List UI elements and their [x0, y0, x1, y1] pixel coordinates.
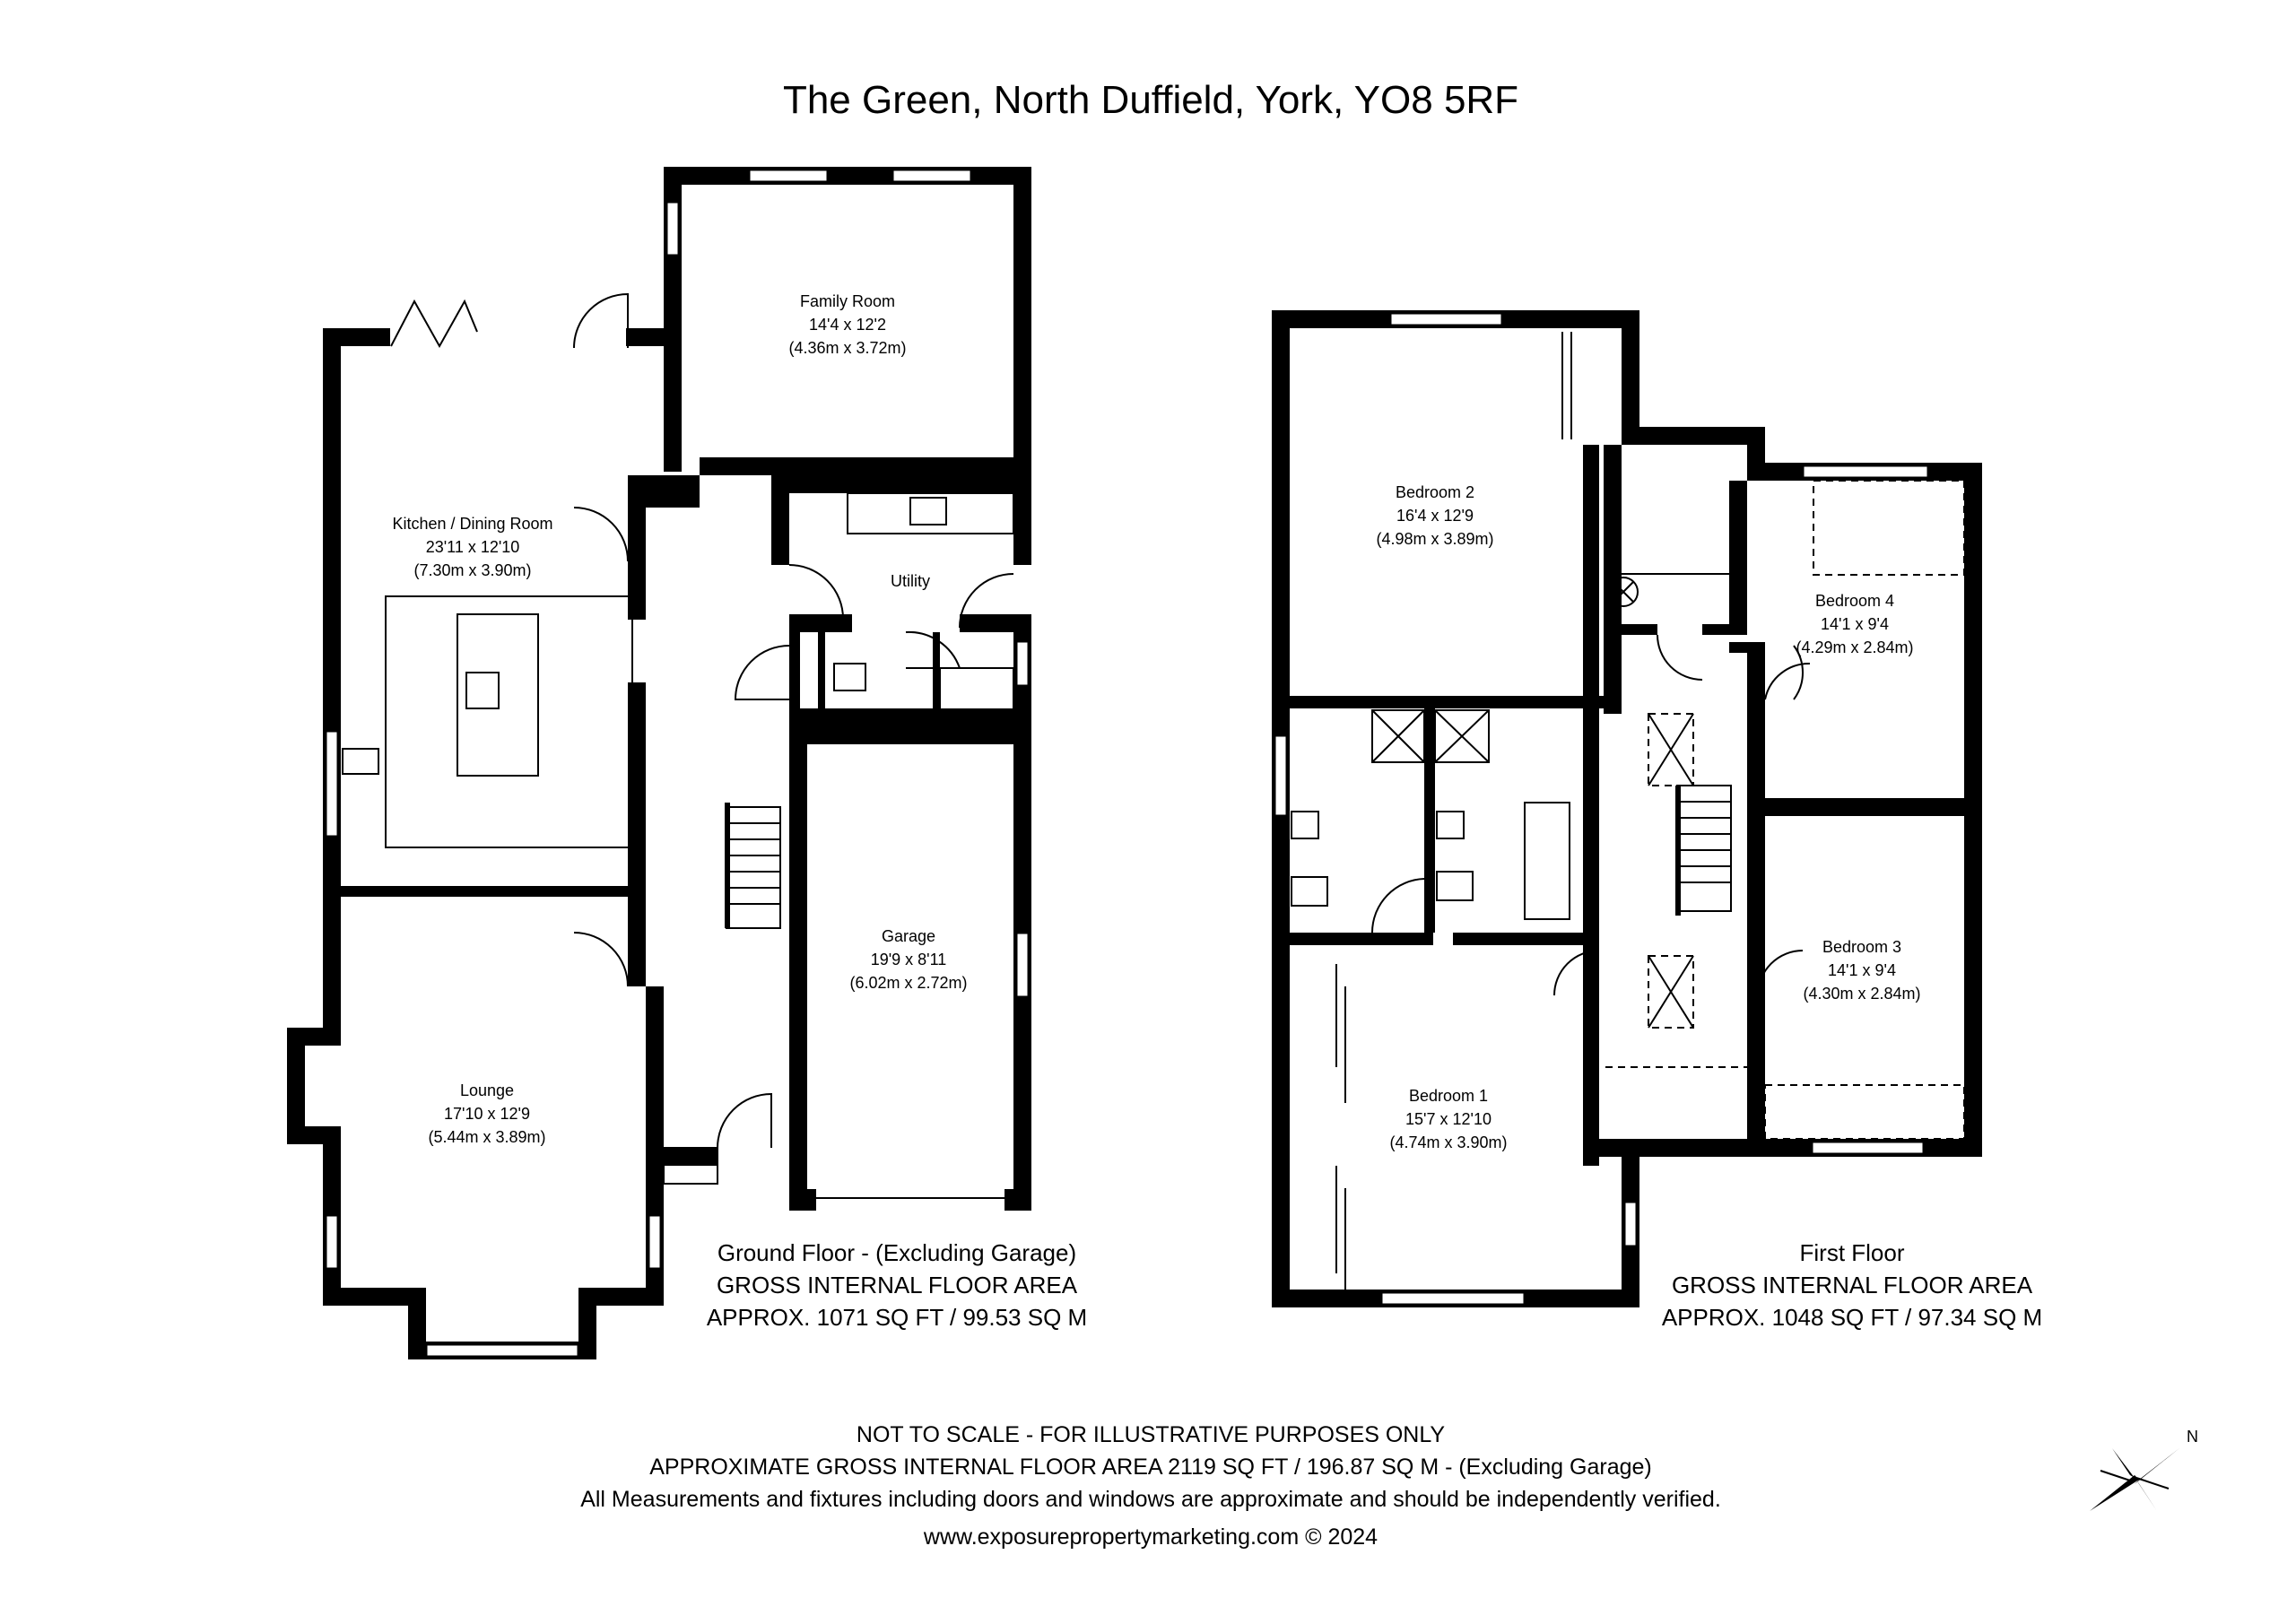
door-swing: [573, 292, 629, 349]
staircase: [725, 803, 781, 929]
door-swing: [573, 507, 629, 562]
door-swing: [1793, 645, 1804, 700]
window: [1273, 734, 1289, 818]
svg-text:Utility: Utility: [891, 572, 930, 590]
window: [424, 1342, 580, 1359]
svg-text:16'4 x 12'9: 16'4 x 12'9: [1396, 507, 1474, 525]
door-swing: [573, 932, 629, 987]
svg-text:Bedroom 2: Bedroom 2: [1396, 483, 1474, 501]
first-floor-plan: [1272, 310, 1982, 1307]
door-swing: [1371, 878, 1425, 934]
svg-text:GROSS INTERNAL FLOOR AREA: GROSS INTERNAL FLOOR AREA: [717, 1272, 1078, 1298]
svg-text:(4.36m x 3.72m): (4.36m x 3.72m): [788, 339, 906, 357]
footer-notes: NOT TO SCALE - FOR ILLUSTRATIVE PURPOSES…: [580, 1422, 1721, 1550]
svg-text:Bedroom 4: Bedroom 4: [1815, 592, 1894, 610]
room-label-lounge: Lounge 17'10 x 12'9 (5.44m x 3.89m): [428, 1081, 545, 1146]
door-swing: [905, 630, 961, 669]
svg-text:(4.29m x 2.84m): (4.29m x 2.84m): [1796, 638, 1913, 656]
svg-text:Ground Floor - (Excluding Gara: Ground Floor - (Excluding Garage): [718, 1239, 1076, 1266]
window: [647, 1213, 663, 1271]
window: [891, 168, 973, 184]
svg-text:14'1 x 9'4: 14'1 x 9'4: [1821, 615, 1889, 633]
window: [324, 1213, 340, 1271]
first-floor-area: First Floor GROSS INTERNAL FLOOR AREA AP…: [1662, 1239, 2042, 1331]
svg-text:(5.44m x 3.89m): (5.44m x 3.89m): [428, 1128, 545, 1146]
svg-text:14'4 x 12'2: 14'4 x 12'2: [809, 316, 886, 334]
sink-icon: [1436, 811, 1465, 839]
door-swing: [788, 564, 845, 620]
svg-text:Bedroom 3: Bedroom 3: [1822, 938, 1901, 956]
toilet-icon: [833, 663, 866, 691]
room-label-bedroom-3: Bedroom 3 14'1 x 9'4 (4.30m x 2.84m): [1803, 938, 1920, 1003]
svg-text:23'11 x 12'10: 23'11 x 12'10: [426, 538, 520, 556]
window: [747, 168, 830, 184]
svg-text:Kitchen / Dining Room: Kitchen / Dining Room: [392, 515, 552, 533]
svg-text:(7.30m x 3.90m): (7.30m x 3.90m): [413, 561, 531, 579]
bath-icon: [1524, 802, 1570, 920]
hob-icon: [465, 672, 500, 709]
compass-icon: N: [2090, 1428, 2198, 1511]
room-label-family-room: Family Room 14'4 x 12'2 (4.36m x 3.72m): [788, 292, 906, 357]
svg-text:All Measurements and fixtures: All Measurements and fixtures including …: [580, 1487, 1721, 1512]
window: [1388, 311, 1504, 327]
shower-icon: [1371, 709, 1425, 763]
room-label-garage: Garage 19'9 x 8'11 (6.02m x 2.72m): [849, 927, 967, 992]
staircase: [1675, 785, 1732, 916]
svg-text:Lounge: Lounge: [460, 1081, 514, 1099]
svg-text:(4.98m x 3.89m): (4.98m x 3.89m): [1376, 530, 1493, 548]
window: [1379, 1290, 1526, 1307]
door-swing: [1657, 634, 1703, 681]
room-label-bedroom-2: Bedroom 2 16'4 x 12'9 (4.98m x 3.89m): [1376, 483, 1493, 548]
svg-text:19'9 x 8'11: 19'9 x 8'11: [871, 951, 947, 968]
page-title: The Green, North Duffield, York, YO8 5RF: [783, 78, 1518, 122]
svg-text:www.exposurepropertymarketing.: www.exposurepropertymarketing.com © 2024: [923, 1524, 1378, 1550]
ground-floor-area: Ground Floor - (Excluding Garage) GROSS …: [707, 1239, 1087, 1331]
svg-text:Bedroom 1: Bedroom 1: [1409, 1087, 1488, 1105]
svg-text:GROSS INTERNAL FLOOR AREA: GROSS INTERNAL FLOOR AREA: [1672, 1272, 2033, 1298]
svg-text:Family Room: Family Room: [800, 292, 895, 310]
bifold-door: [390, 299, 478, 349]
svg-text:Garage: Garage: [882, 927, 935, 945]
window: [1810, 1140, 1926, 1156]
toilet-icon: [1436, 871, 1474, 901]
door-swing: [717, 1092, 772, 1149]
toilet-icon: [1291, 876, 1328, 907]
svg-text:First Floor: First Floor: [1800, 1239, 1905, 1266]
svg-text:(4.74m x 3.90m): (4.74m x 3.90m): [1389, 1133, 1507, 1151]
svg-text:(6.02m x 2.72m): (6.02m x 2.72m): [849, 974, 967, 992]
shower-icon: [1434, 709, 1490, 763]
sink-icon: [1291, 811, 1319, 839]
door-swing: [734, 645, 790, 700]
door-swing: [1553, 950, 1600, 996]
skylight-icon: [1648, 955, 1694, 1029]
svg-text:APPROX. 1071 SQ FT / 99.53 SQ: APPROX. 1071 SQ FT / 99.53 SQ M: [707, 1304, 1087, 1331]
sink-icon: [342, 748, 379, 775]
window: [1622, 1200, 1639, 1248]
svg-text:APPROX. 1048 SQ FT / 97.34 SQ: APPROX. 1048 SQ FT / 97.34 SQ M: [1662, 1304, 2042, 1331]
svg-text:(4.30m x 2.84m): (4.30m x 2.84m): [1803, 985, 1920, 1003]
vent-icon: [1608, 577, 1639, 607]
sink-icon: [909, 497, 947, 525]
svg-text:15'7 x 12'10: 15'7 x 12'10: [1405, 1110, 1492, 1128]
svg-text:NOT TO SCALE - FOR ILLUSTRATIV: NOT TO SCALE - FOR ILLUSTRATIVE PURPOSES…: [857, 1422, 1446, 1447]
ground-floor-plan: [287, 167, 1031, 1359]
window: [1801, 464, 1930, 480]
window: [665, 200, 681, 257]
window: [324, 729, 340, 838]
svg-text:14'1 x 9'4: 14'1 x 9'4: [1828, 961, 1896, 979]
skylight-icon: [1648, 713, 1694, 786]
room-label-utility: Utility: [891, 572, 930, 590]
svg-text:17'10 x 12'9: 17'10 x 12'9: [444, 1105, 530, 1123]
room-label-bedroom-4: Bedroom 4 14'1 x 9'4 (4.29m x 2.84m): [1796, 592, 1913, 656]
door-swing: [1764, 662, 1811, 700]
window: [1014, 639, 1031, 688]
compass-north-label: N: [2187, 1428, 2198, 1446]
window: [1014, 931, 1031, 999]
svg-text:APPROXIMATE GROSS INTERNAL FLO: APPROXIMATE GROSS INTERNAL FLOOR AREA 21…: [649, 1455, 1652, 1480]
room-label-kitchen: Kitchen / Dining Room 23'11 x 12'10 (7.3…: [392, 515, 552, 579]
room-label-bedroom-1: Bedroom 1 15'7 x 12'10 (4.74m x 3.90m): [1389, 1087, 1507, 1151]
